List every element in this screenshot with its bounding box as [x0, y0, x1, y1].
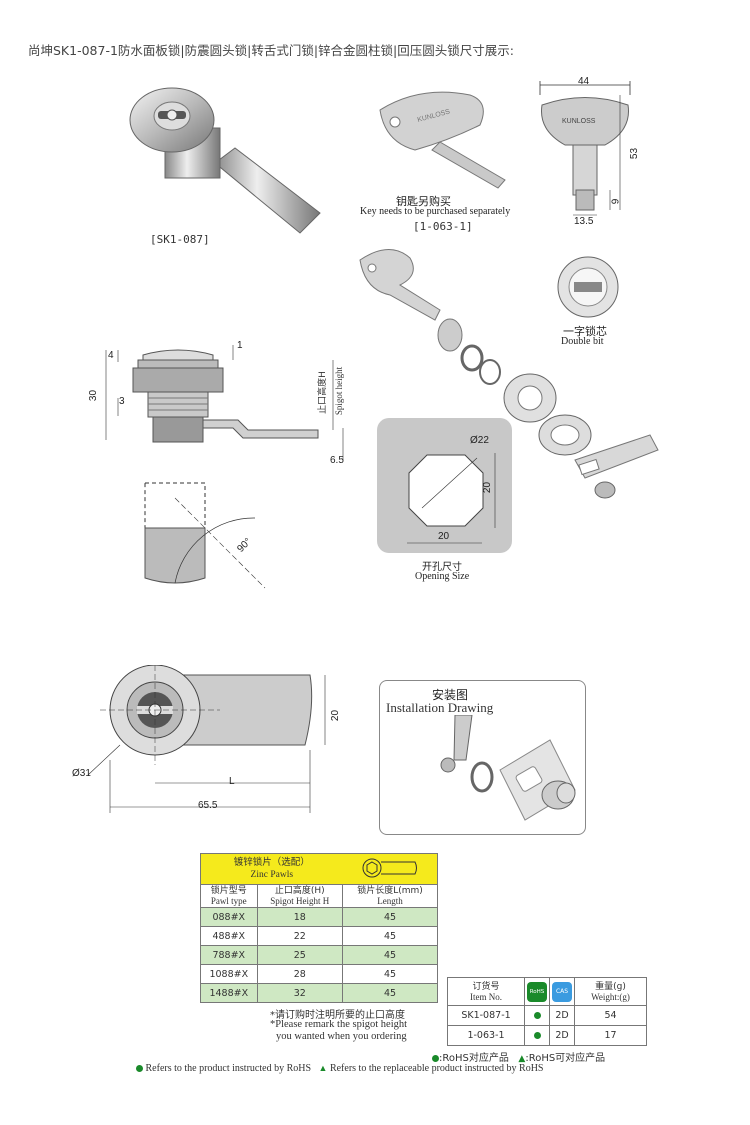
triangle-icon: ▲ [318, 1063, 328, 1073]
bit-caption-en: Double bit [561, 336, 604, 347]
side-dim-rim: 1 [237, 340, 243, 351]
opening-caption-cn: 开孔尺寸 [422, 562, 462, 573]
install-caption-en: Installation Drawing [386, 700, 494, 715]
pawl-icon-cell [342, 853, 438, 885]
install-caption-cn: 安装图 [432, 688, 469, 702]
rohs-dot-icon [136, 1065, 143, 1073]
pawl-shape-icon [362, 858, 417, 877]
cas-badge-icon: CAS [552, 981, 572, 1002]
key-dimension-drawing: KUNLOSS [539, 81, 631, 216]
rohs-dot-icon [432, 1054, 439, 1062]
side-dim-step: 3 [119, 396, 125, 407]
pawl-title-en: Zinc Pawls [250, 870, 294, 880]
opening-dim-h: 20 [482, 481, 494, 494]
item-header-weight: 重量(g)Weight:(g) [574, 977, 647, 1006]
lock-photo [129, 87, 321, 234]
item-header-rohs: RoHS [524, 977, 550, 1006]
exploded-view [359, 249, 659, 499]
double-bit-icon [557, 256, 619, 318]
pawl-note-en1: *Please remark the spigot height [270, 1019, 408, 1030]
installation-drawing [440, 715, 576, 821]
bit-caption-cn: 一字锁芯 [563, 325, 607, 338]
front-dim-dia: Ø31 [72, 768, 91, 779]
key-code: [1-063-1] [413, 220, 473, 233]
legend-en: Refers to the product instructed by RoHS… [136, 1063, 544, 1074]
rohs-badge-icon: RoHS [527, 981, 547, 1002]
rohs-dot-icon [533, 1012, 541, 1019]
svg-text:KUNLOSS: KUNLOSS [562, 118, 596, 125]
front-dim-overall: 65.5 [198, 800, 218, 811]
pawl-title-cell: 镀锌锁片（选配） Zinc Pawls [199, 853, 343, 885]
pawl-header-height: 止口高度(H)Spigot Height H [256, 884, 344, 908]
opening-dim-w: 20 [438, 531, 450, 542]
lock-model-label: [SK1-087] [150, 233, 210, 246]
side-dim-top: 4 [108, 350, 114, 361]
side-view-drawing [105, 345, 344, 460]
key-caption-cn: 钥匙另购买 [396, 195, 451, 208]
key-dim-height: 53 [629, 147, 641, 160]
opening-caption-en: Opening Size [415, 571, 470, 582]
table-row: SK1-087-1 2D 54 [447, 1005, 647, 1026]
front-dim-l: L [229, 776, 235, 787]
key-dim-tip: 9 [610, 198, 622, 205]
pawl-note-cn: *请订购时注明所要的止口高度 [270, 1010, 405, 1021]
pawl-title-row: 镀锌锁片（选配） Zinc Pawls [199, 853, 438, 885]
legend-cn: :RoHS对应产品 ▲:RoHS可对应产品 [432, 1049, 605, 1064]
rotation-drawing [144, 482, 266, 589]
front-view-drawing [87, 665, 326, 813]
key-photo: KUNLOSS [379, 91, 506, 189]
opening-drawing [407, 453, 496, 544]
key-dim-stem: 13.5 [574, 216, 594, 227]
pawl-title-cn: 镀锌锁片（选配） [233, 857, 310, 868]
item-header-cas: CAS [549, 977, 575, 1006]
pawl-header-length: 锁片长度L(mm)Length [342, 884, 438, 908]
triangle-icon: ▲ [518, 1054, 526, 1064]
rohs-dot-icon [533, 1032, 541, 1039]
pawl-note-en2: you wanted when you ordering [276, 1031, 407, 1042]
page-title: 尚坤SK1-087-1防水面板锁|防震圆头锁|转舌式门锁|锌合金圆柱锁|回压圆头… [28, 43, 514, 58]
front-dim-h: 20 [330, 709, 342, 722]
spigot-label-cn: 止口高度H [317, 371, 328, 414]
key-dim-width: 44 [578, 76, 590, 87]
key-caption-en: Key needs to be purchased separately [360, 206, 511, 217]
spigot-label-en: Spigot height [334, 366, 345, 416]
side-dim-pawl: 6.5 [330, 455, 344, 466]
opening-dim-dia: Ø22 [470, 435, 489, 446]
side-dim-overall: 30 [88, 389, 100, 402]
table-row: 1-063-1 2D 17 [447, 1025, 647, 1046]
